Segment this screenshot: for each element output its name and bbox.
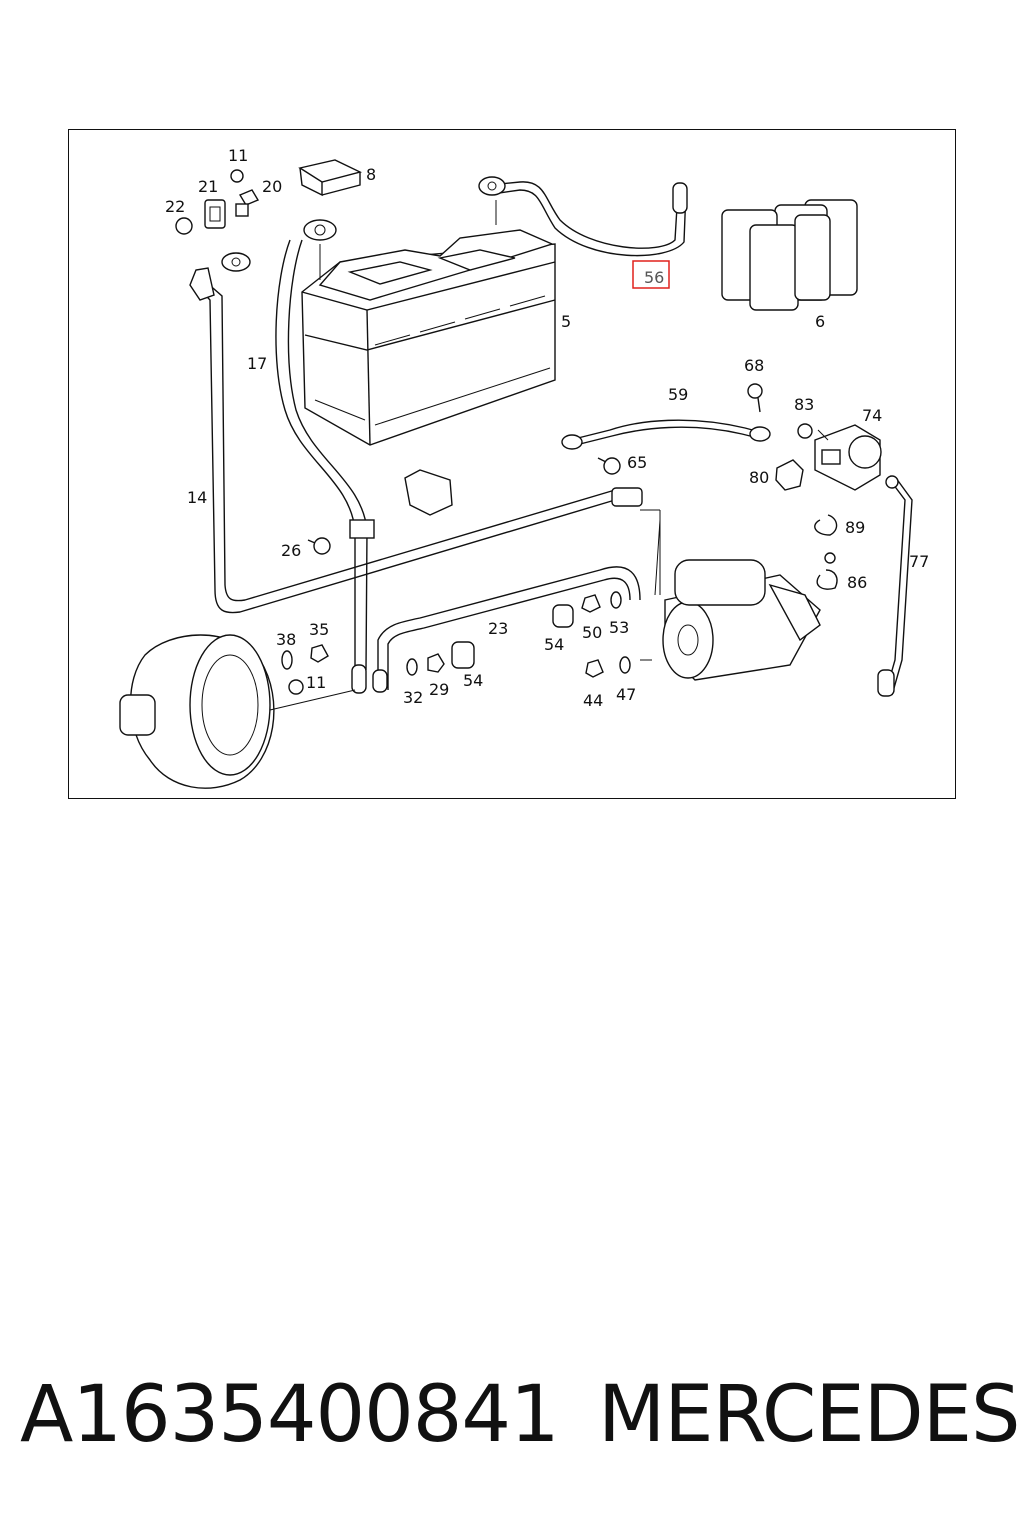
callout-label: 8 — [366, 165, 376, 184]
callout-label-highlighted: 56 — [644, 268, 664, 287]
callout-label: 17 — [247, 354, 267, 373]
callout-label: 80 — [749, 468, 769, 487]
bracket-drawing — [404, 469, 453, 516]
cable-14-drawing — [189, 252, 643, 614]
cable-59-drawing — [561, 419, 771, 450]
cell-covers-drawing — [721, 199, 858, 311]
callout-label: 44 — [583, 691, 603, 710]
callout-label: 59 — [668, 385, 688, 404]
callout-label: 11 — [306, 673, 326, 692]
brand-name: MERCEDES — [598, 1370, 1020, 1460]
callout-label: 6 — [815, 312, 825, 331]
callout-label: 68 — [744, 356, 764, 375]
callout-label: 65 — [627, 453, 647, 472]
callout-label: 74 — [862, 406, 882, 425]
callout-label: 23 — [488, 619, 508, 638]
part-number: A1635400841 — [20, 1370, 560, 1460]
callout-label: 32 — [403, 688, 423, 707]
callout-label: 29 — [429, 680, 449, 699]
cable-56-drawing — [478, 176, 688, 257]
callout-label: 86 — [847, 573, 867, 592]
callout-label: 50 — [582, 623, 602, 642]
callout-label: 53 — [609, 618, 629, 637]
callout-label: 21 — [198, 177, 218, 196]
cable-17-drawing — [275, 219, 375, 694]
callout-label: 83 — [794, 395, 814, 414]
small-parts-top-left — [175, 169, 260, 235]
cable-23-drawing — [372, 566, 641, 693]
footer-caption: A1635400841 MERCEDES — [20, 1370, 1020, 1470]
callout-label: 38 — [276, 630, 296, 649]
callout-label: 14 — [187, 488, 207, 507]
starter-motor-drawing — [654, 519, 821, 681]
callout-label: 54 — [463, 671, 483, 690]
callout-label: 5 — [561, 312, 571, 331]
callout-label: 89 — [845, 518, 865, 537]
cable-77-drawing — [877, 475, 913, 697]
leader-lines — [319, 244, 829, 661]
callout-label: 35 — [309, 620, 329, 639]
callout-label: 77 — [909, 552, 929, 571]
battery-drawing — [301, 229, 556, 446]
callout-label: 20 — [262, 177, 282, 196]
callout-label: 26 — [281, 541, 301, 560]
highlighted-callout-box — [632, 260, 670, 289]
callout-labels: 11 20 21 22 8 56 5 6 17 68 59 83 74 65 8… — [165, 146, 929, 710]
callout-label: 54 — [544, 635, 564, 654]
callout-label: 47 — [616, 685, 636, 704]
callout-label: 22 — [165, 197, 185, 216]
bracket-8-drawing — [298, 159, 363, 197]
fasteners-right-drawing — [307, 383, 882, 590]
callout-label: 11 — [228, 146, 248, 165]
alternator-drawing — [119, 634, 356, 789]
washers-middle-drawing — [281, 591, 631, 695]
